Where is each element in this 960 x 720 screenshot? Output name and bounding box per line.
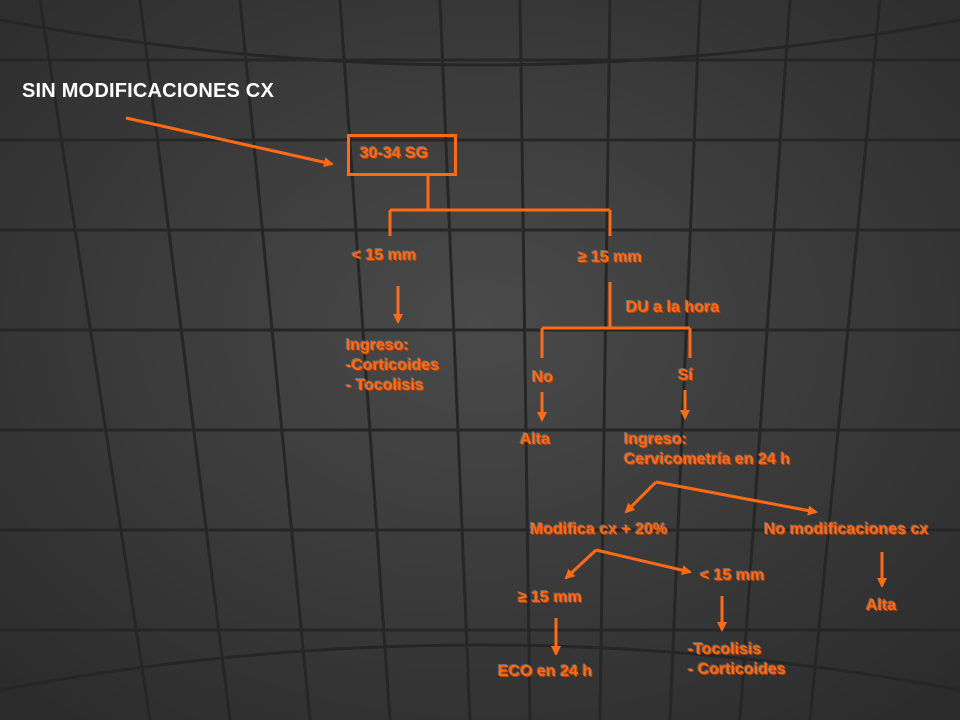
node-no-modificaciones: No modificaciones cx bbox=[764, 521, 929, 538]
node-tocolisis-corticoides: -Tocolisis - Corticoides bbox=[688, 641, 786, 678]
title-arrow bbox=[125, 116, 334, 168]
to-nomod-arrow bbox=[655, 480, 818, 516]
node-ge15-second: ≥ 15 mm bbox=[518, 589, 582, 606]
node-modifica-cx: Modifica cx + 20% bbox=[530, 521, 668, 538]
to-ge15b-arrow bbox=[564, 548, 598, 580]
page-title: SIN MODIFICACIONES CX bbox=[22, 80, 274, 102]
node-eco-24h: ECO en 24 h bbox=[498, 663, 593, 680]
node-alta-1: Alta bbox=[520, 431, 551, 448]
node-ingreso-cervicometria: Ingreso: Cervicometría en 24 h bbox=[624, 431, 791, 468]
node-lt15-second: < 15 mm bbox=[700, 567, 765, 584]
node-root: 30-34 SG bbox=[360, 145, 429, 162]
node-ingreso-corticoides: Ingreso: -Corticoides - Tocolisis bbox=[346, 337, 440, 394]
to-lt15b-arrow bbox=[595, 548, 692, 576]
to-modifica-arrow bbox=[624, 480, 658, 514]
node-alta-2: Alta bbox=[866, 597, 897, 614]
node-du-a-la-hora: DU a la hora bbox=[626, 299, 720, 316]
node-ge15: ≥ 15 mm bbox=[578, 249, 642, 266]
node-lt15: < 15 mm bbox=[352, 247, 417, 264]
node-si: Sí bbox=[678, 367, 694, 384]
node-no: No bbox=[532, 369, 554, 386]
root-node-box: 30-34 SG bbox=[347, 134, 457, 176]
